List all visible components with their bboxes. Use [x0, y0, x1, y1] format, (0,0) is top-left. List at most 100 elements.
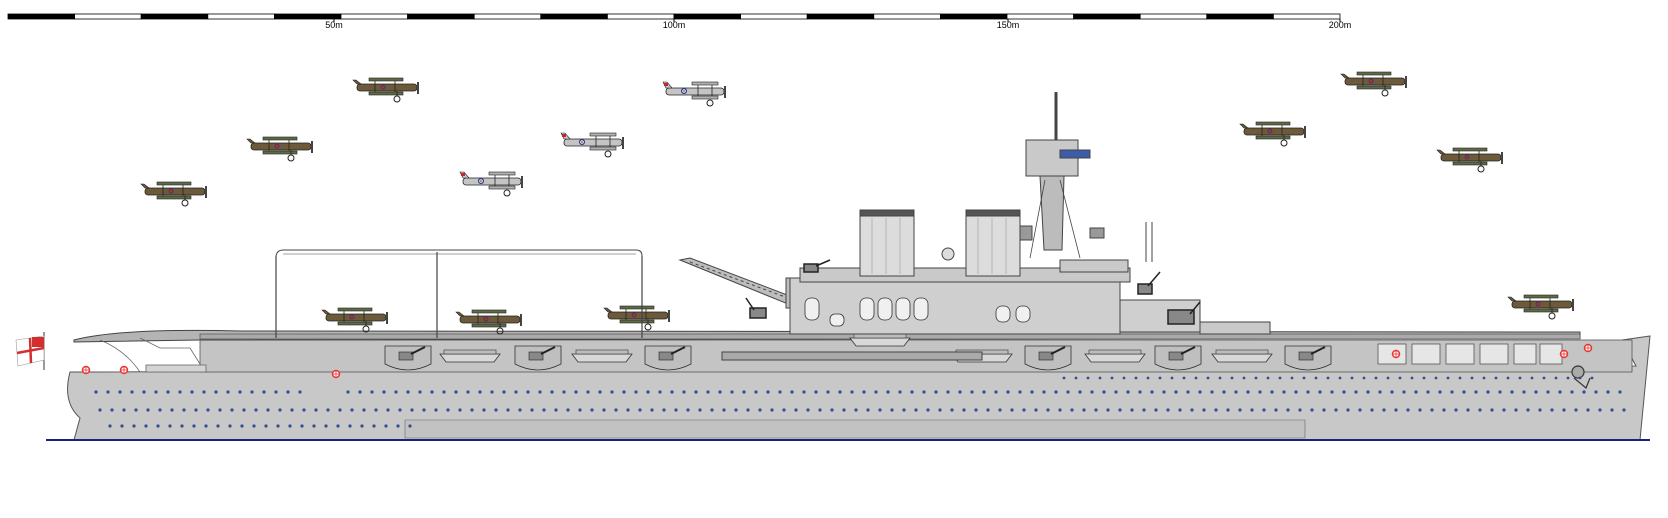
- porthole: [370, 390, 374, 394]
- porthole: [122, 408, 126, 412]
- porthole: [118, 390, 122, 394]
- porthole: [1334, 408, 1338, 412]
- porthole: [1274, 408, 1278, 412]
- porthole: [1222, 390, 1226, 394]
- porthole: [670, 390, 674, 394]
- porthole: [266, 408, 270, 412]
- porthole: [1586, 408, 1590, 412]
- porthole: [410, 408, 414, 412]
- porthole: [242, 408, 246, 412]
- porthole: [1066, 390, 1070, 394]
- porthole: [862, 390, 866, 394]
- porthole: [1242, 376, 1246, 380]
- porthole: [626, 408, 630, 412]
- porthole: [288, 424, 292, 428]
- porthole: [734, 408, 738, 412]
- biplane-icon: [1436, 147, 1504, 173]
- scale-label-100m: 100m: [663, 20, 686, 30]
- porthole: [1082, 408, 1086, 412]
- porthole: [722, 408, 726, 412]
- porthole: [156, 424, 160, 428]
- porthole: [274, 390, 278, 394]
- scale-segment: [940, 13, 1008, 20]
- porthole: [658, 390, 662, 394]
- porthole: [1290, 376, 1294, 380]
- porthole: [454, 390, 458, 394]
- porthole: [98, 408, 102, 412]
- porthole: [1130, 408, 1134, 412]
- porthole: [446, 408, 450, 412]
- porthole: [1378, 390, 1382, 394]
- porthole: [1558, 390, 1562, 394]
- porthole: [1206, 376, 1210, 380]
- porthole: [1054, 390, 1058, 394]
- aa-gun-icon: [514, 345, 562, 371]
- porthole: [1498, 390, 1502, 394]
- porthole: [910, 390, 914, 394]
- porthole: [770, 408, 774, 412]
- mast-icon: [275, 249, 643, 338]
- porthole: [530, 408, 534, 412]
- biplane-icon: [140, 181, 208, 207]
- porthole: [1470, 376, 1474, 380]
- porthole: [346, 390, 350, 394]
- porthole: [120, 424, 124, 428]
- porthole: [1574, 408, 1578, 412]
- porthole: [130, 390, 134, 394]
- porthole: [1010, 408, 1014, 412]
- scale-segment: [473, 13, 542, 20]
- porthole: [250, 390, 254, 394]
- porthole: [1062, 376, 1066, 380]
- porthole: [766, 390, 770, 394]
- porthole: [1386, 376, 1390, 380]
- porthole: [1382, 408, 1386, 412]
- porthole: [922, 390, 926, 394]
- porthole: [1294, 390, 1298, 394]
- porthole: [336, 424, 340, 428]
- porthole: [1210, 390, 1214, 394]
- porthole: [166, 390, 170, 394]
- porthole: [662, 408, 666, 412]
- porthole: [1542, 376, 1546, 380]
- lifebuoy-icon: [331, 369, 341, 379]
- porthole: [1046, 408, 1050, 412]
- porthole: [1154, 408, 1158, 412]
- porthole: [1462, 390, 1466, 394]
- porthole: [106, 390, 110, 394]
- porthole: [934, 390, 938, 394]
- porthole: [1426, 390, 1430, 394]
- porthole: [396, 424, 400, 428]
- porthole: [202, 390, 206, 394]
- porthole: [1482, 376, 1486, 380]
- porthole: [958, 390, 962, 394]
- porthole: [142, 390, 146, 394]
- biplane-icon: [246, 136, 314, 162]
- porthole: [408, 424, 412, 428]
- porthole: [350, 408, 354, 412]
- porthole: [1158, 376, 1162, 380]
- porthole: [1218, 376, 1222, 380]
- porthole: [622, 390, 626, 394]
- porthole: [348, 424, 352, 428]
- porthole: [1606, 390, 1610, 394]
- porthole: [1546, 390, 1550, 394]
- porthole: [1142, 408, 1146, 412]
- porthole: [754, 390, 758, 394]
- porthole: [1342, 390, 1346, 394]
- scale-segment: [740, 13, 808, 20]
- porthole: [850, 390, 854, 394]
- porthole: [1518, 376, 1522, 380]
- porthole: [326, 408, 330, 412]
- porthole: [252, 424, 256, 428]
- island: [721, 259, 1271, 361]
- porthole: [1110, 376, 1114, 380]
- porthole: [1166, 408, 1170, 412]
- porthole: [1490, 408, 1494, 412]
- porthole: [230, 408, 234, 412]
- porthole: [1418, 408, 1422, 412]
- porthole: [1478, 408, 1482, 412]
- porthole: [1006, 390, 1010, 394]
- porthole: [1394, 408, 1398, 412]
- porthole: [1282, 390, 1286, 394]
- porthole: [1250, 408, 1254, 412]
